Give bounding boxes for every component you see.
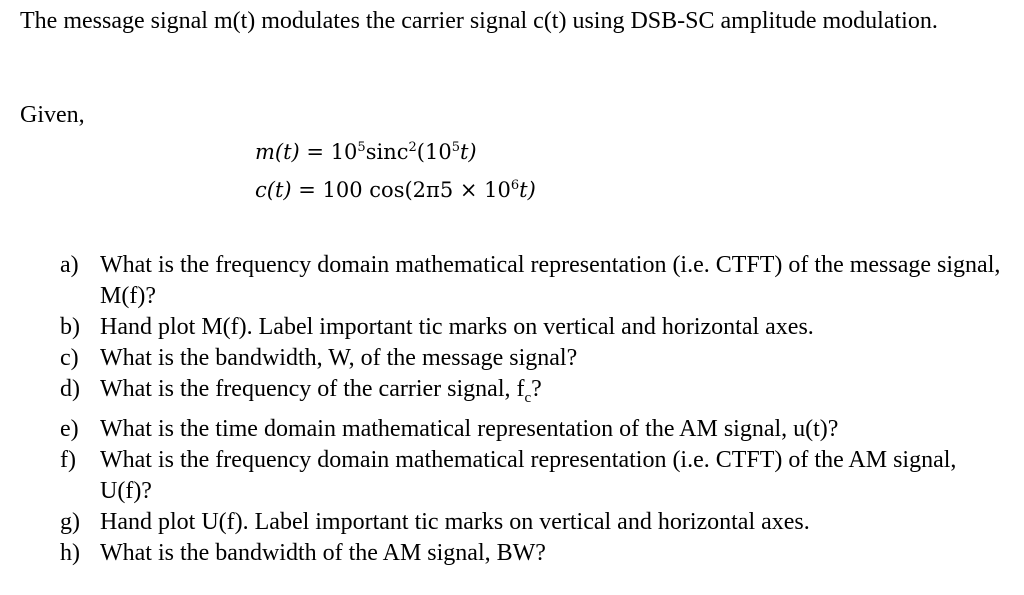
question-text: What is the bandwidth, W, of the message… [100,345,578,371]
question-text: What is the frequency domain mathematica… [100,252,1001,309]
question-label: d) [60,376,80,402]
equation-part: sinc [365,140,409,164]
question-text: What is the time domain mathematical rep… [100,415,839,442]
question-label: h) [60,539,80,566]
question-label: b) [60,314,80,340]
question-text: What is the frequency domain mathematica… [100,446,957,504]
question-text: Hand plot M(f). Label important tic mark… [100,314,814,340]
question-item: f) What is the frequency domain mathemat… [60,445,1010,507]
message-signal-equation: m(t) = 105sinc2(105t) [255,140,477,164]
question-label: g) [60,508,80,535]
equation-part: t) [459,140,477,164]
question-item: a) What is the frequency domain mathemat… [60,250,1010,312]
question-label: a) [60,252,79,278]
question-text: Hand plot U(f). Label important tic mark… [100,508,810,535]
question-text: What is the bandwidth of the AM signal, … [100,539,546,566]
equation-part: t) [519,178,536,202]
subscript: c [524,389,532,406]
exponent: 5 [357,140,366,155]
intro-paragraph: The message signal m(t) modulates the ca… [20,8,938,34]
question-item: h) What is the bandwidth of the AM signa… [60,538,1010,569]
question-label: c) [60,345,79,371]
exponent: 6 [510,178,520,193]
equation-part: (10 [416,140,452,164]
question-item: e) What is the time domain mathematical … [60,414,1010,445]
equation-lhs: c(t) [255,178,292,202]
question-label: f) [60,446,76,473]
carrier-signal-equation: c(t) = 100 cos(2π5 × 106t) [255,178,536,202]
equation-part: = 100 cos(2π5 × 10 [291,178,511,202]
exponent: 5 [451,140,460,155]
equation-lhs: m(t) [255,140,300,164]
question-text: What is the frequency of the carrier sig… [100,376,525,402]
question-list: a) What is the frequency domain mathemat… [60,250,1010,569]
exponent: 2 [408,140,417,155]
question-label: e) [60,415,79,442]
question-item: c) What is the bandwidth, W, of the mess… [60,343,1010,374]
question-item: b) Hand plot M(f). Label important tic m… [60,312,1010,343]
given-label: Given, [20,102,85,128]
equation-part: = 10 [299,140,358,164]
question-text-end: ? [531,376,542,402]
question-item: d) What is the frequency of the carrier … [60,374,1010,414]
question-item: g) Hand plot U(f). Label important tic m… [60,507,1010,538]
